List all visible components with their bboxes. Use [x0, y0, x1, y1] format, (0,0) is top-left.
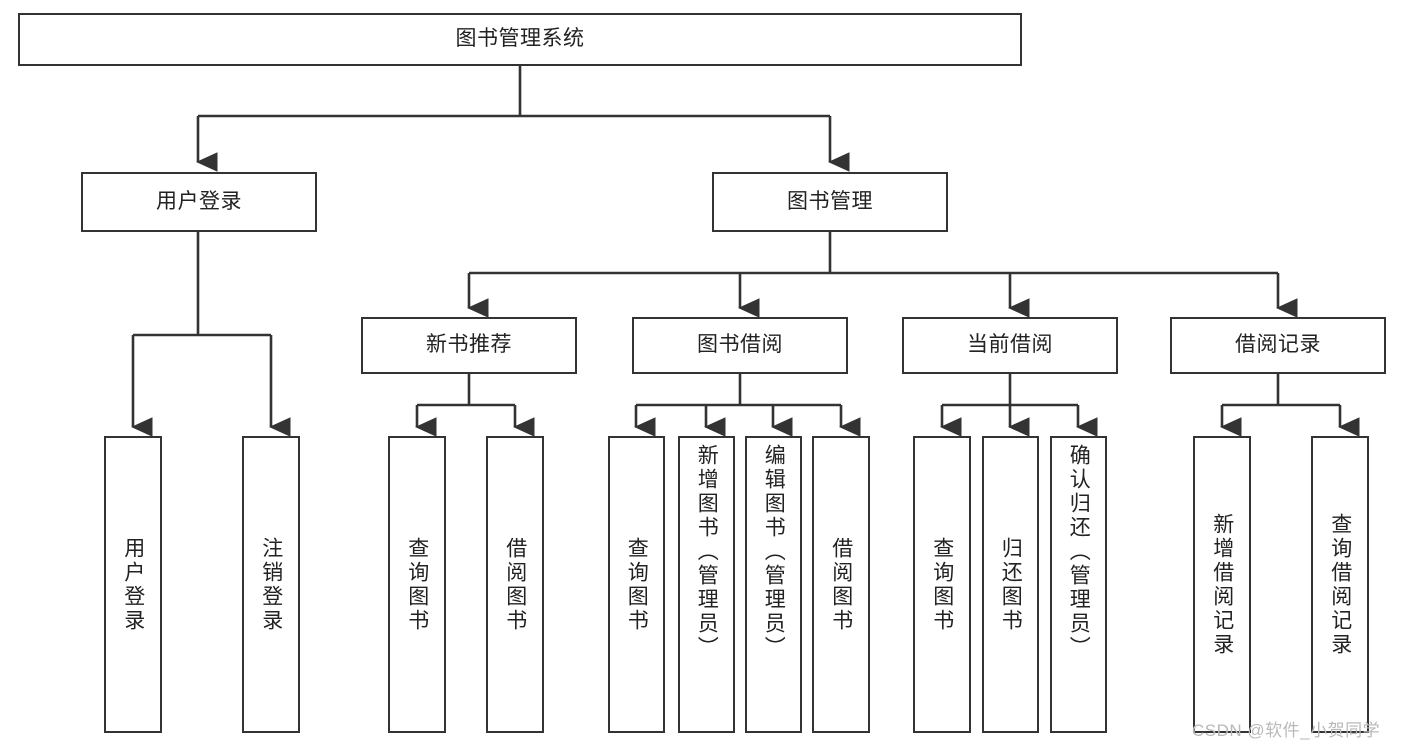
leaf-add-borrow-record-label: 新增借阅记录: [1210, 512, 1234, 657]
leaf-query-borrow-record[interactable]: 查询借阅记录: [1311, 436, 1369, 733]
leaf-confirm-return-admin-label: 确认归还（管理员）: [1067, 444, 1091, 660]
leaf-borrow-book[interactable]: 借阅图书: [812, 436, 870, 733]
node-new-book-recommend-label: 新书推荐: [426, 333, 512, 357]
leaf-user-login-label: 用户登录: [121, 536, 145, 633]
leaf-query-borrow-record-label: 查询借阅记录: [1328, 512, 1352, 657]
leaf-logout-label: 注销登录: [259, 536, 283, 633]
node-current-borrow[interactable]: 当前借阅: [902, 317, 1118, 374]
leaf-return-book[interactable]: 归还图书: [982, 436, 1039, 733]
leaf-edit-book-admin-label: 编辑图书（管理员）: [762, 444, 786, 660]
leaf-add-book-admin-label: 新增图书（管理员）: [695, 444, 719, 660]
node-new-book-recommend[interactable]: 新书推荐: [361, 317, 577, 374]
node-user-login[interactable]: 用户登录: [81, 172, 317, 232]
leaf-borrow-book-label: 借阅图书: [829, 536, 853, 633]
leaf-new-book-borrow-label: 借阅图书: [503, 536, 527, 633]
leaf-new-book-query[interactable]: 查询图书: [388, 436, 446, 733]
node-book-management-label: 图书管理: [787, 189, 873, 213]
leaf-current-query-book[interactable]: 查询图书: [913, 436, 971, 733]
leaf-add-borrow-record[interactable]: 新增借阅记录: [1193, 436, 1251, 733]
node-borrow-records-label: 借阅记录: [1235, 333, 1321, 357]
leaf-add-book-admin[interactable]: 新增图书（管理员）: [678, 436, 735, 733]
leaf-current-query-book-label: 查询图书: [930, 536, 954, 633]
leaf-borrow-query-book-label: 查询图书: [625, 536, 649, 633]
leaf-new-book-borrow[interactable]: 借阅图书: [486, 436, 544, 733]
leaf-logout[interactable]: 注销登录: [242, 436, 300, 733]
leaf-edit-book-admin[interactable]: 编辑图书（管理员）: [745, 436, 802, 733]
leaf-confirm-return-admin[interactable]: 确认归还（管理员）: [1050, 436, 1107, 733]
leaf-new-book-query-label: 查询图书: [405, 536, 429, 633]
node-book-borrow[interactable]: 图书借阅: [632, 317, 848, 374]
node-current-borrow-label: 当前借阅: [967, 333, 1053, 357]
node-root[interactable]: 图书管理系统: [18, 13, 1022, 66]
leaf-return-book-label: 归还图书: [999, 536, 1023, 633]
node-borrow-records[interactable]: 借阅记录: [1170, 317, 1386, 374]
node-root-label: 图书管理系统: [455, 27, 585, 51]
leaf-borrow-query-book[interactable]: 查询图书: [608, 436, 665, 733]
leaf-user-login[interactable]: 用户登录: [104, 436, 162, 733]
node-book-borrow-label: 图书借阅: [697, 333, 783, 357]
node-book-management[interactable]: 图书管理: [712, 172, 948, 232]
node-user-login-label: 用户登录: [156, 189, 242, 213]
